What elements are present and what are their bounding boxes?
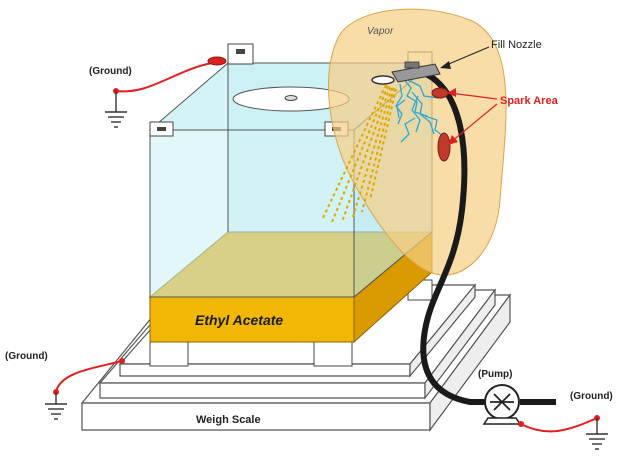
fill-nozzle-label: Fill Nozzle [491, 39, 542, 51]
scale-middle-plate-front [99, 382, 426, 399]
ground-wire-left [55, 360, 123, 393]
post-slot [236, 49, 245, 54]
ground-wire-top-left [115, 62, 213, 93]
ground-right-label: (Ground) [570, 391, 613, 402]
tank-foot-front-left [149, 337, 189, 367]
spark-pointer-1 [449, 92, 498, 100]
ground-connection-left: (Ground) [5, 351, 125, 420]
spark-area-label: Spark Area [500, 95, 559, 107]
pump: (Pump) [478, 369, 522, 425]
ground-connection-right: (Ground) [518, 391, 613, 450]
pump-label: (Pump) [478, 369, 512, 380]
scale-middle-plate-side [424, 288, 496, 400]
fill-nozzle-pointer [443, 46, 490, 67]
post-slot [157, 127, 166, 131]
tank-foot-front-right [313, 337, 353, 367]
fill-nozzle-icon [371, 61, 441, 85]
tank-front-face [149, 129, 355, 298]
tank-lid-cap [284, 95, 298, 101]
static-discharge [395, 77, 444, 143]
spark-icon [431, 87, 451, 162]
spark-pointer-2 [450, 103, 498, 143]
spark-arrowhead-1 [447, 88, 456, 97]
fill-nozzle-arrowhead [440, 61, 451, 69]
ground-wire-right [520, 417, 598, 433]
ground-connection-top-left: (Ground) [89, 56, 227, 128]
spark-area-nozzle [431, 87, 449, 99]
fill-hose [420, 71, 486, 405]
weigh-scale-label: Weigh Scale [196, 414, 261, 426]
spark-arrowhead-2 [448, 135, 458, 145]
ground-node [119, 358, 125, 364]
spark-area-hose [437, 132, 451, 162]
ground-symbol-icon [105, 91, 127, 128]
ground-symbol-icon [45, 392, 67, 420]
ground-symbol-icon [586, 418, 608, 450]
liquid-label: Ethyl Acetate [195, 312, 283, 328]
ground-node [518, 421, 524, 427]
ground-clamp-top-left [207, 56, 227, 66]
tank-feet [149, 279, 433, 367]
ground-left-label: (Ground) [5, 351, 48, 362]
pump-symbol-icon [482, 384, 522, 425]
ground-top-left-label: (Ground) [89, 66, 132, 77]
vapor-label: Vapor [367, 26, 394, 37]
liquid-spray [321, 84, 397, 223]
